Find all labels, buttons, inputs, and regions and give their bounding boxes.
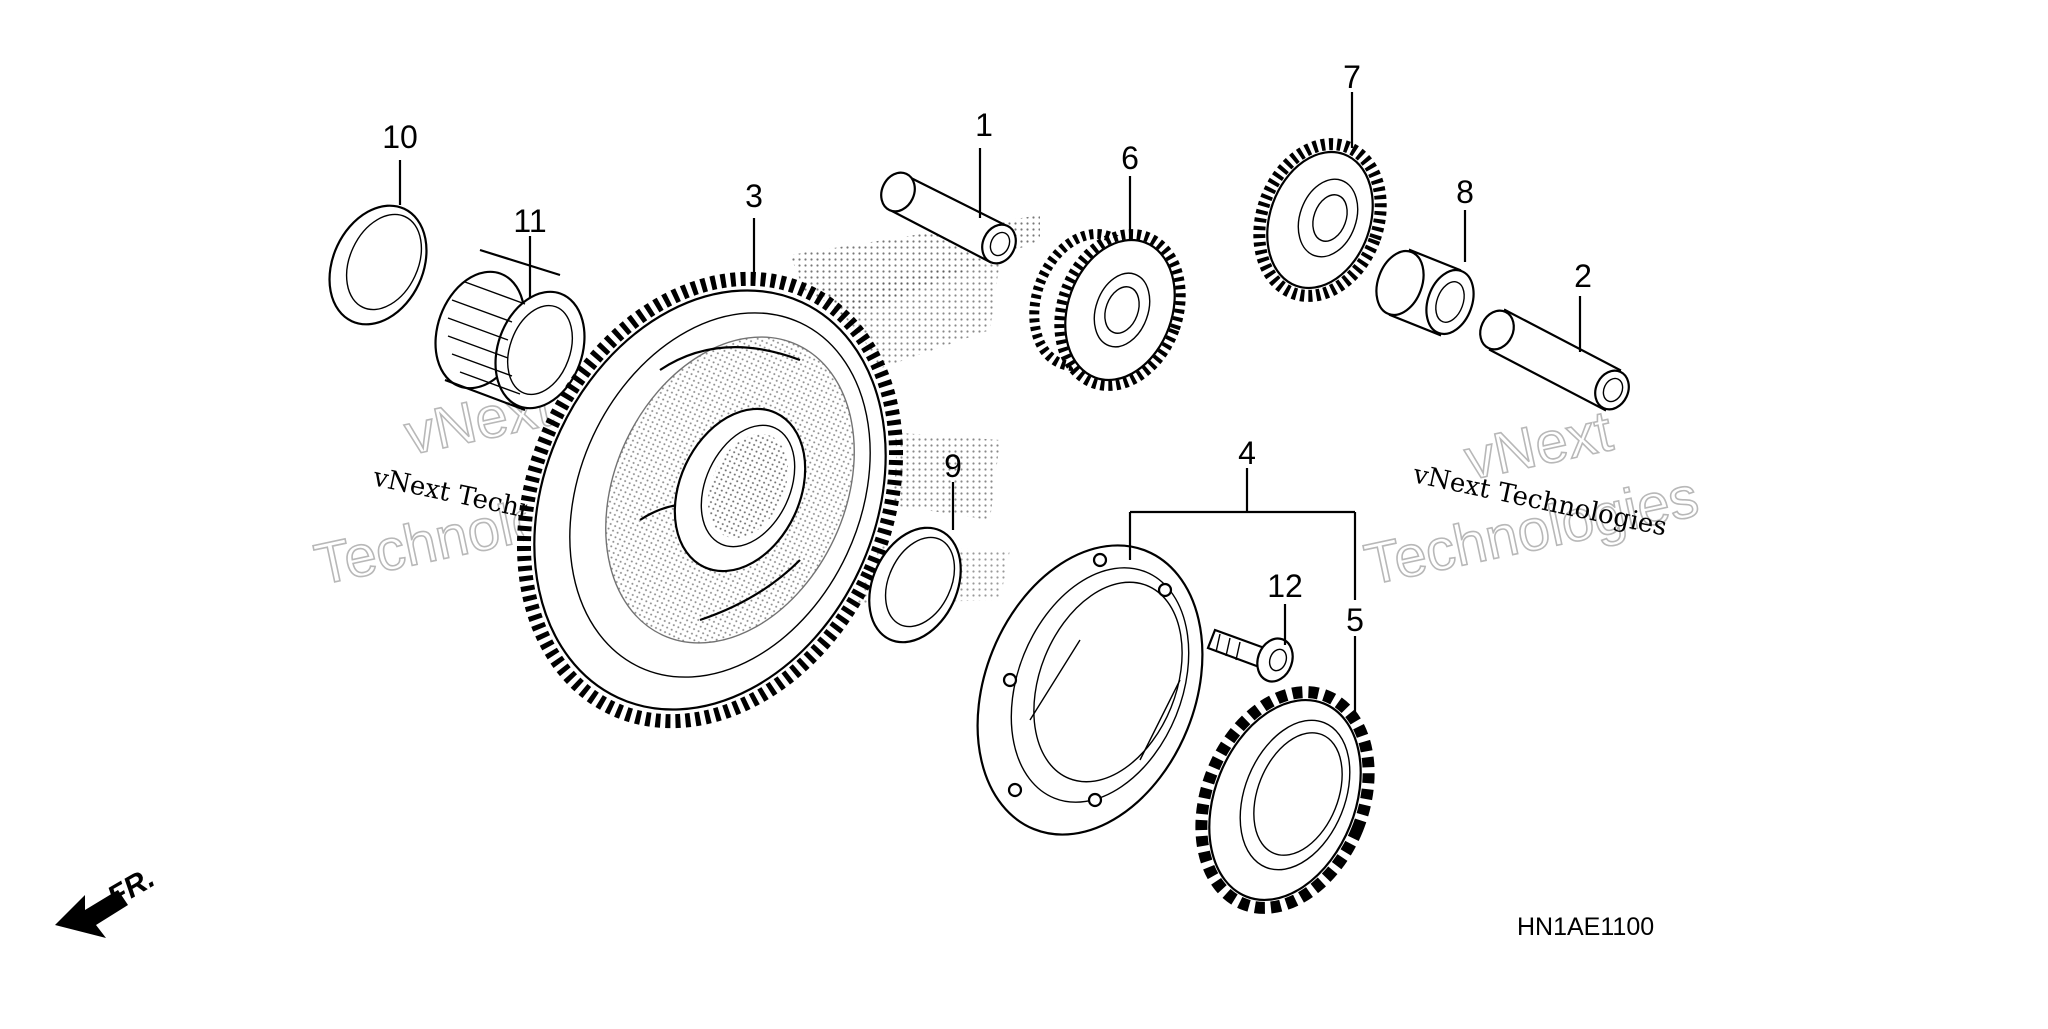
callout-2: 2 [1574, 258, 1592, 294]
callout-8: 8 [1456, 174, 1474, 210]
watermark-right: vNext Technologies vNext Technologies [1358, 398, 1704, 599]
part-1-pin [880, 171, 1017, 265]
callout-7: 7 [1343, 59, 1361, 95]
part-3-large-gear [516, 271, 904, 729]
part-8-collar [1375, 248, 1475, 337]
front-arrow-icon [55, 890, 128, 938]
callout-12: 12 [1267, 568, 1303, 604]
callout-9: 9 [944, 448, 962, 484]
part-4-clutch-outer [976, 544, 1204, 836]
callout-6: 6 [1121, 140, 1139, 176]
leader-lines [398, 92, 1582, 718]
callout-1: 1 [975, 107, 993, 143]
part-11-needle-bearing [434, 248, 586, 412]
part-12-bolt [1206, 628, 1294, 683]
part-7-gear [1253, 138, 1387, 302]
callout-11: 11 [513, 203, 546, 239]
diagram-code: HN1AE1100 [1517, 913, 1654, 941]
callout-5: 5 [1346, 602, 1364, 638]
part-10-ring [328, 204, 428, 326]
part-6-compound-gear [1029, 229, 1186, 391]
callout-3: 3 [745, 178, 763, 214]
callouts: 10 11 3 1 6 7 8 2 9 4 5 12 [382, 59, 1592, 638]
front-arrow: FR. [55, 861, 160, 938]
part-2-pin [1479, 308, 1630, 412]
callout-4: 4 [1238, 435, 1256, 471]
callout-10: 10 [382, 119, 418, 155]
part-5-sprag [1195, 686, 1375, 914]
part-9-ring [868, 526, 962, 644]
